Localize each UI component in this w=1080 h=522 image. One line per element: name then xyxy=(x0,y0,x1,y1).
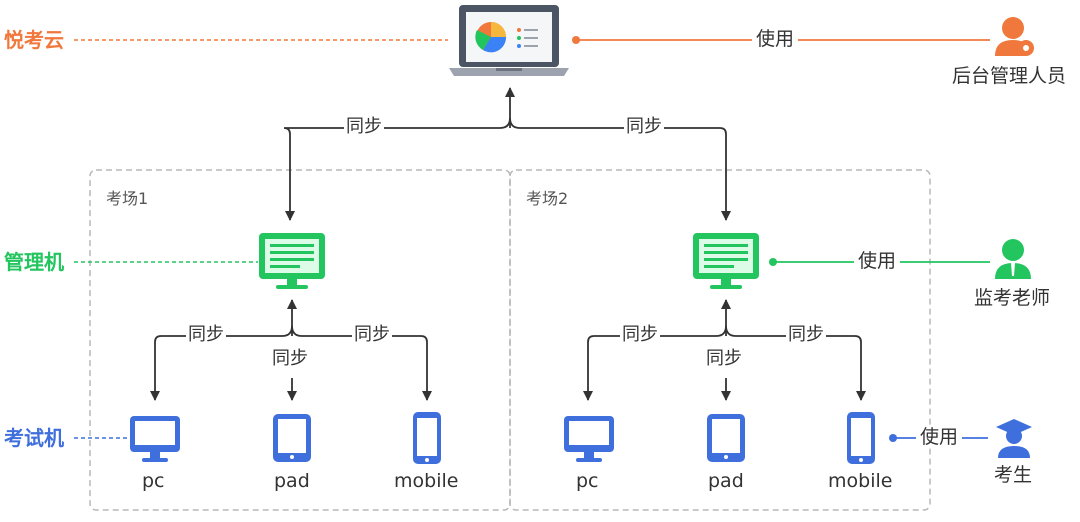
device-label-pc: pc xyxy=(142,470,165,492)
admin-user-gear-icon xyxy=(995,17,1034,56)
use-label: 使用 xyxy=(752,30,799,49)
use-label: 使用 xyxy=(916,428,963,447)
device-label-pc: pc xyxy=(576,470,599,492)
device-label-pad: pad xyxy=(708,470,744,492)
sync-label: 同步 xyxy=(786,324,826,345)
admin-role-label: 后台管理人员 xyxy=(952,65,1067,87)
cloud-label: 悦考云 xyxy=(4,28,64,52)
top-sync-connector xyxy=(283,87,731,221)
zone-1-sync-connector xyxy=(150,299,432,401)
device-label-pad: pad xyxy=(274,470,310,492)
laptop-chart-icon xyxy=(449,5,569,76)
sync-label: 同步 xyxy=(186,324,226,345)
exam-machine-label: 考试机 xyxy=(4,426,64,450)
phone-icon xyxy=(847,412,875,464)
zone-2-border xyxy=(509,169,931,511)
sync-label: 同步 xyxy=(624,116,664,137)
sync-label: 同步 xyxy=(344,116,384,137)
management-monitor-icon xyxy=(693,233,759,289)
management-monitor-icon xyxy=(259,233,325,289)
tablet-icon xyxy=(273,414,311,462)
pc-monitor-icon xyxy=(564,416,614,462)
teacher-role-label: 监考老师 xyxy=(974,287,1051,309)
use-label: 使用 xyxy=(854,252,901,271)
teacher-user-icon xyxy=(995,239,1031,279)
zone-1-title: 考场1 xyxy=(106,189,149,208)
zone-2-sync-connector xyxy=(583,299,866,401)
phone-icon xyxy=(413,412,441,464)
sync-label: 同步 xyxy=(270,348,310,369)
tablet-icon xyxy=(707,414,745,462)
student-role-label: 考生 xyxy=(994,464,1033,486)
zone-2-title: 考场2 xyxy=(526,189,569,208)
pc-monitor-icon xyxy=(130,416,180,462)
device-label-mobile: mobile xyxy=(394,470,459,492)
device-label-mobile: mobile xyxy=(828,470,893,492)
manager-label: 管理机 xyxy=(4,250,64,274)
sync-label: 同步 xyxy=(704,348,744,369)
student-graduate-icon xyxy=(996,419,1032,458)
sync-label: 同步 xyxy=(352,324,392,345)
sync-label: 同步 xyxy=(620,324,660,345)
